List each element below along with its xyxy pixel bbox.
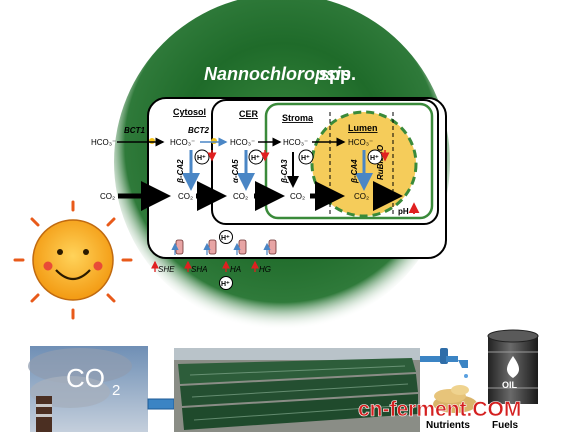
hplus-label-stroma: H⁺ — [301, 155, 310, 162]
label-nutrients: Nutrients — [426, 420, 470, 431]
title-suffix: spp. — [319, 64, 356, 84]
hco3-lumen: HCO₃⁻ — [348, 138, 373, 147]
title-genus: Nannochloropsis — [204, 64, 351, 84]
gene-hg: HG — [259, 265, 271, 274]
hplus-label-cer: H⁺ — [251, 155, 260, 162]
enzyme-b-ca3: β-CA3 — [280, 159, 289, 184]
enzyme-b-ca2: β-CA2 — [176, 159, 185, 184]
input-hco3: HCO₃⁻ — [91, 138, 116, 147]
enzyme-b-ca4: β-CA4 — [350, 159, 359, 184]
hco3-stroma: HCO₃⁻ — [283, 138, 308, 147]
she-channel — [175, 239, 184, 255]
ha-channel — [238, 239, 247, 255]
co2-big-label: CO — [66, 363, 105, 393]
hco3-cytosol: HCO₃⁻ — [170, 138, 195, 147]
nutrients-pile — [433, 385, 477, 413]
co2-big-subscript: 2 — [112, 382, 120, 399]
co2-lumen: CO₂ — [354, 192, 369, 201]
label-bct1: BCT1 — [124, 126, 145, 135]
label-lumen: Lumen — [348, 123, 378, 133]
hplus-label-cytosol: H⁺ — [197, 155, 206, 162]
gene-ha: HA — [230, 265, 241, 274]
label-fuels: Fuels — [492, 420, 519, 431]
hplus-circle-membrane-top — [219, 230, 233, 244]
label-cytosol: Cytosol — [173, 107, 206, 117]
faucet-icon — [420, 348, 468, 378]
enzyme-a-ca5: α-CA5 — [231, 159, 240, 183]
bct1-transporter — [149, 138, 155, 144]
co2-stroma: CO₂ — [290, 192, 305, 201]
barrel-label: OIL — [502, 380, 518, 390]
gene-sha: SHA — [191, 265, 207, 274]
smokestack-panel — [28, 346, 148, 432]
bct2-transporter — [211, 138, 217, 144]
hplus-label-membrane-top: H⁺ — [221, 235, 230, 242]
hplus-label-lumen: H⁺ — [370, 155, 379, 162]
gene-she: SHE — [158, 265, 175, 274]
pipe-to-ponds — [147, 398, 175, 410]
label-stroma: Stroma — [282, 113, 314, 123]
hco3-cer: HCO₃⁻ — [230, 138, 255, 147]
co2-cytosol: CO₂ — [178, 192, 193, 201]
hplus-circle-stroma — [298, 149, 314, 165]
label-cer: CER — [239, 109, 259, 119]
raceway-ponds — [174, 348, 420, 432]
hplus-label-membrane-bottom: H⁺ — [221, 281, 230, 288]
sun-illustration — [13, 200, 133, 320]
oil-barrel-icon — [487, 329, 539, 404]
hg-channel — [268, 239, 277, 255]
label-bct2: BCT2 — [188, 126, 209, 135]
watermark: cn-ferment.COM — [358, 398, 521, 421]
co2-cer: CO₂ — [233, 192, 248, 201]
hplus-circle-membrane-bottom — [219, 276, 233, 290]
input-co2: CO₂ — [100, 192, 115, 201]
ph-label: pH — [398, 207, 409, 216]
sha-channel — [208, 239, 217, 255]
